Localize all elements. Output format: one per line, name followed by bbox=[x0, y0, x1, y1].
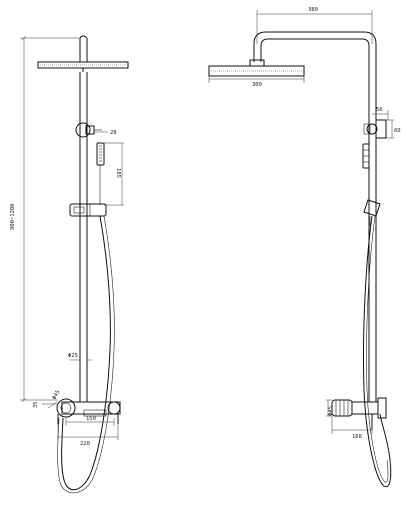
dim-total-height: 900~1200 bbox=[10, 35, 80, 403]
label-bracket-depth: 56 bbox=[376, 107, 383, 113]
dim-left-gap: 35 Φ45 bbox=[33, 389, 62, 409]
front-rain-head bbox=[37, 61, 129, 72]
side-hand-shower bbox=[362, 143, 370, 169]
label-bracket-height: 60 bbox=[394, 128, 401, 134]
label-overall-width: 220 bbox=[80, 441, 90, 447]
label-head-size: 300 bbox=[252, 82, 262, 88]
label-body-diameter: Φ45 bbox=[328, 406, 334, 416]
label-total-height: 900~1200 bbox=[10, 204, 16, 231]
dim-body-depth: 168 bbox=[331, 416, 373, 440]
side-overhead-arm bbox=[253, 31, 377, 402]
side-slider-holder bbox=[363, 199, 381, 226]
label-handshower-length: 185 bbox=[115, 168, 121, 178]
label-left-gap: 35 bbox=[33, 401, 39, 408]
front-slider-holder bbox=[69, 203, 107, 217]
dim-overall-width: 220 bbox=[57, 424, 119, 447]
label-body-depth: 168 bbox=[352, 434, 362, 440]
front-view: 900~1200 28 185 Φ25 35 Φ45 bbox=[10, 35, 129, 494]
dim-outlet-spacing: 150 bbox=[65, 416, 115, 426]
dim-arm-reach: 380 bbox=[256, 7, 373, 44]
front-hose bbox=[57, 215, 115, 494]
dim-pipe-diameter: Φ25 bbox=[68, 353, 92, 361]
front-hand-shower bbox=[96, 142, 105, 205]
label-inlet-diameter: Φ45 bbox=[52, 389, 62, 401]
label-bracket-offset: 28 bbox=[110, 130, 117, 136]
dim-handshower-length: 185 bbox=[104, 142, 124, 206]
front-mixer-body bbox=[56, 398, 121, 424]
side-wall-bracket bbox=[363, 119, 387, 139]
dim-bracket-depth: 56 bbox=[372, 107, 389, 120]
dim-bracket-offset: 28 bbox=[94, 130, 117, 136]
dim-body-diameter: Φ45 bbox=[326, 399, 334, 417]
front-wall-bracket bbox=[75, 122, 102, 138]
side-mixer-body bbox=[331, 397, 387, 430]
dim-head-size: 300 bbox=[208, 76, 305, 88]
label-outlet-spacing: 150 bbox=[86, 416, 96, 422]
label-arm-reach: 380 bbox=[308, 7, 318, 13]
side-rain-head bbox=[208, 59, 305, 77]
dim-bracket-height: 60 bbox=[386, 119, 401, 139]
side-view: 380 300 56 60 Φ45 bbox=[208, 7, 401, 488]
side-hose bbox=[362, 215, 392, 488]
label-pipe-diameter: Φ25 bbox=[68, 353, 78, 359]
front-riser-pipe bbox=[79, 72, 88, 398]
front-upper-arm bbox=[79, 35, 88, 62]
